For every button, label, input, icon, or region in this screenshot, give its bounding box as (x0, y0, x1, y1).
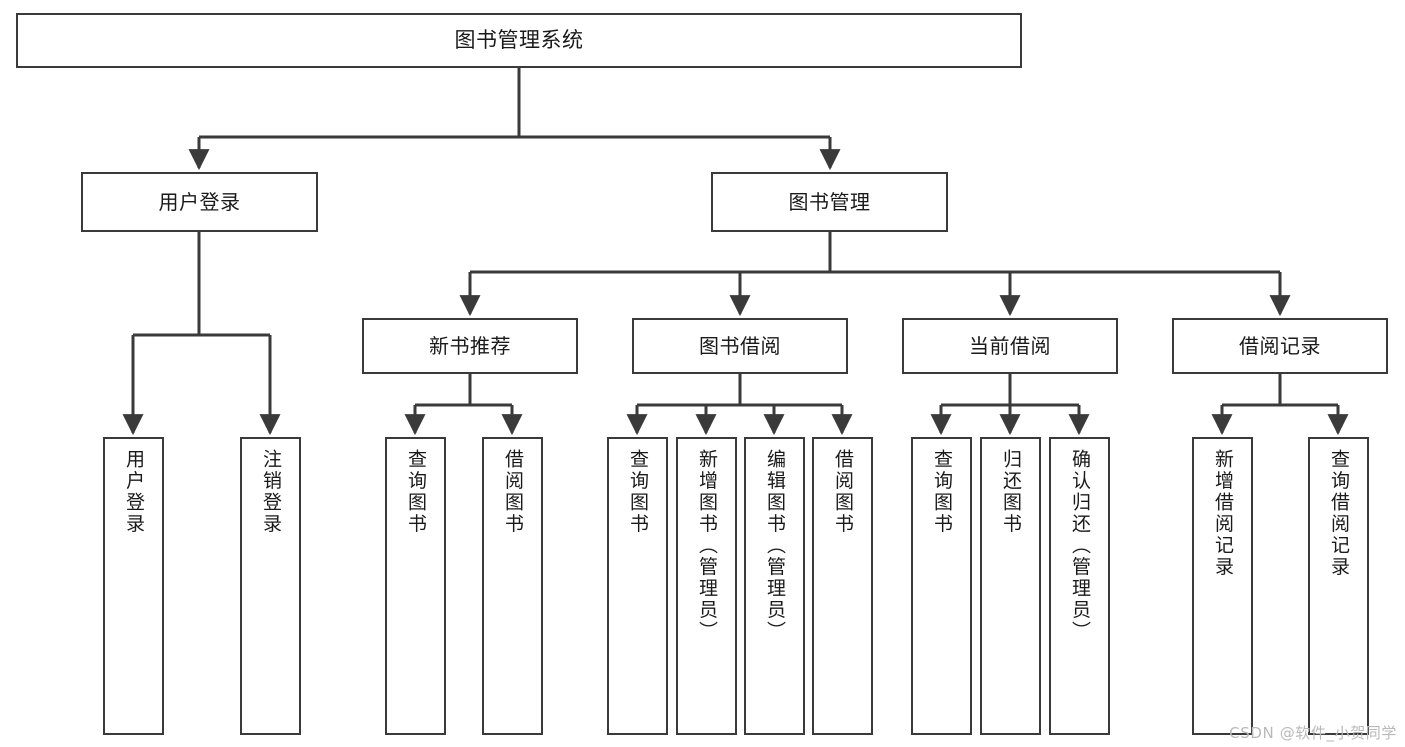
node-leaf-borrow-add-book[interactable]: 新增图书（管理员） (676, 437, 737, 735)
node-leaf-record-query-record-label: 查询借阅记录 (1328, 449, 1350, 578)
node-leaf-borrow-edit-book[interactable]: 编辑图书（管理员） (744, 437, 805, 735)
node-borrow-record-label: 借阅记录 (1239, 333, 1321, 358)
node-leaf-borrow-query-book[interactable]: 查询图书 (607, 437, 668, 735)
node-leaf-borrow-add-book-label: 新增图书（管理员） (696, 449, 718, 643)
node-root[interactable]: 图书管理系统 (16, 13, 1022, 68)
node-user-login-label: 用户登录 (158, 189, 241, 214)
node-new-book-recommend-label: 新书推荐 (429, 333, 511, 358)
node-leaf-current-query-book-label: 查询图书 (931, 449, 953, 535)
node-leaf-current-return-book[interactable]: 归还图书 (980, 437, 1041, 735)
node-book-borrow[interactable]: 图书借阅 (632, 318, 848, 374)
node-leaf-user-logout-label: 注销登录 (260, 449, 282, 535)
node-book-management[interactable]: 图书管理 (711, 172, 948, 232)
node-leaf-recommend-query-book-label: 查询图书 (405, 449, 427, 535)
node-leaf-recommend-borrow-book-label: 借阅图书 (502, 449, 524, 535)
node-leaf-user-login[interactable]: 用户登录 (103, 437, 164, 735)
node-leaf-user-login-label: 用户登录 (123, 449, 145, 535)
node-leaf-current-return-book-label: 归还图书 (1000, 449, 1022, 535)
node-book-management-label: 图书管理 (788, 189, 871, 214)
node-new-book-recommend[interactable]: 新书推荐 (362, 318, 578, 374)
node-leaf-recommend-query-book[interactable]: 查询图书 (385, 437, 446, 735)
node-leaf-borrow-borrow-book-label: 借阅图书 (832, 449, 854, 535)
watermark: CSDN @软件_小贺同学 (1229, 724, 1397, 742)
node-root-label: 图书管理系统 (454, 27, 584, 52)
node-leaf-borrow-edit-book-label: 编辑图书（管理员） (764, 449, 786, 643)
node-user-login[interactable]: 用户登录 (81, 172, 318, 232)
node-leaf-record-query-record[interactable]: 查询借阅记录 (1308, 437, 1369, 735)
node-current-borrow-label: 当前借阅 (969, 333, 1051, 358)
node-leaf-recommend-borrow-book[interactable]: 借阅图书 (482, 437, 543, 735)
node-leaf-borrow-borrow-book[interactable]: 借阅图书 (812, 437, 873, 735)
node-book-borrow-label: 图书借阅 (699, 333, 781, 358)
node-leaf-record-add-record[interactable]: 新增借阅记录 (1192, 437, 1253, 735)
node-leaf-current-query-book[interactable]: 查询图书 (911, 437, 972, 735)
node-leaf-current-confirm-return-label: 确认归还（管理员） (1069, 449, 1091, 643)
node-leaf-borrow-query-book-label: 查询图书 (627, 449, 649, 535)
node-borrow-record[interactable]: 借阅记录 (1172, 318, 1388, 374)
node-leaf-record-add-record-label: 新增借阅记录 (1212, 449, 1234, 578)
node-leaf-current-confirm-return[interactable]: 确认归还（管理员） (1049, 437, 1110, 735)
node-current-borrow[interactable]: 当前借阅 (902, 318, 1118, 374)
node-leaf-user-logout[interactable]: 注销登录 (240, 437, 301, 735)
